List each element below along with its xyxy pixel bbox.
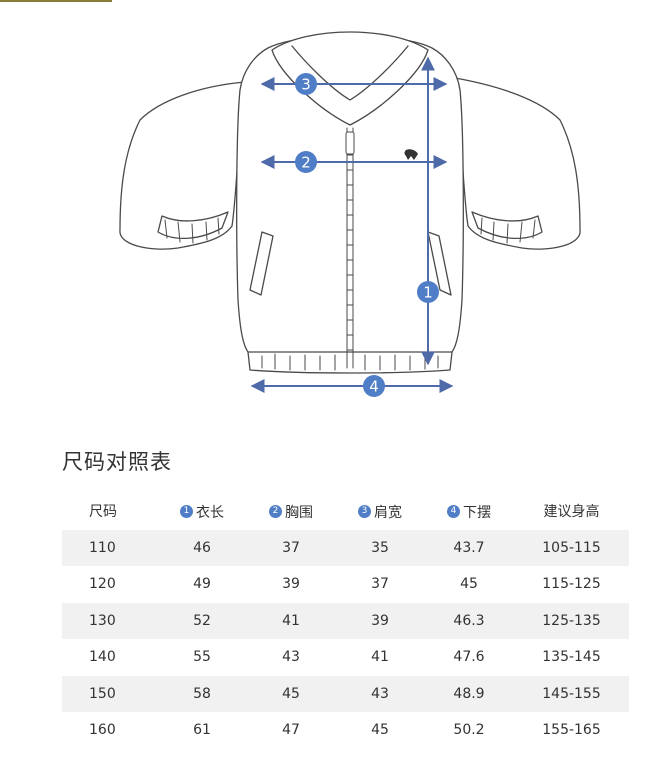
cell-length: 55 xyxy=(193,649,211,666)
zipper-pull xyxy=(345,131,355,155)
badge-4-circle xyxy=(363,375,385,397)
cell-chest: 39 xyxy=(282,576,300,593)
measure-lines xyxy=(250,56,454,393)
cell-shoulder: 35 xyxy=(371,539,389,556)
cell-hem: 45 xyxy=(460,576,478,593)
right-cuff xyxy=(471,211,543,240)
cell-hem: 47.6 xyxy=(453,649,485,666)
cell-size: 160 xyxy=(89,722,116,739)
table-row: 160 61 47 45 50.2 155-165 xyxy=(62,712,629,749)
header-badge-icon: 1 xyxy=(180,505,193,518)
badge-4-number: 4 xyxy=(369,378,379,396)
left-sleeve xyxy=(119,81,246,250)
cell-height: 105-115 xyxy=(542,539,601,556)
cell-shoulder: 39 xyxy=(371,612,389,629)
cell-chest: 41 xyxy=(282,612,300,629)
table-row: 110 46 37 35 43.7 105-115 xyxy=(62,529,629,566)
cell-chest: 45 xyxy=(282,685,300,702)
table-row: 130 52 41 39 46.3 125-135 xyxy=(62,602,629,639)
badge-1-number: 1 xyxy=(423,284,433,302)
jacket-measurement-diagram: 3 2 1 4 xyxy=(119,31,581,397)
cell-size: 150 xyxy=(89,685,116,702)
cell-size: 130 xyxy=(89,612,116,629)
cell-size: 140 xyxy=(89,649,116,666)
cell-height: 125-135 xyxy=(542,612,601,629)
header-size: 尺码 xyxy=(89,504,117,521)
cell-height: 135-145 xyxy=(542,649,601,666)
badge-1-circle xyxy=(417,281,439,303)
cell-hem: 50.2 xyxy=(453,722,485,739)
cell-hem: 48.9 xyxy=(453,685,485,702)
cell-length: 49 xyxy=(193,576,211,593)
cell-height: 145-155 xyxy=(542,685,601,702)
cell-hem: 43.7 xyxy=(453,539,485,556)
header-badge-icon: 4 xyxy=(447,505,460,518)
cell-length: 61 xyxy=(193,722,211,739)
size-chart-title: 尺码对照表 xyxy=(62,450,172,474)
cell-size: 110 xyxy=(89,539,116,556)
cell-chest: 47 xyxy=(282,722,300,739)
badge-3-number: 3 xyxy=(301,76,311,94)
cell-length: 46 xyxy=(193,539,211,556)
cell-size: 120 xyxy=(89,576,116,593)
cell-height: 155-165 xyxy=(542,722,601,739)
cell-length: 52 xyxy=(193,612,211,629)
left-pocket xyxy=(249,231,274,296)
jacket-outline xyxy=(119,31,581,374)
left-cuff-gathers xyxy=(164,217,220,244)
cell-shoulder: 41 xyxy=(371,649,389,666)
hood-inner xyxy=(291,45,409,101)
cell-chest: 37 xyxy=(282,539,300,556)
badge-2-number: 2 xyxy=(301,154,311,172)
header-badge-icon: 3 xyxy=(358,505,371,518)
cell-chest: 43 xyxy=(282,649,300,666)
header-height: 建议身高 xyxy=(543,504,600,521)
hem-band xyxy=(247,351,453,374)
cell-length: 58 xyxy=(193,685,211,702)
measure-badges: 3 2 1 4 xyxy=(295,73,439,397)
cell-hem: 46.3 xyxy=(453,612,485,629)
right-cuff-gathers xyxy=(480,217,536,244)
table-row: 140 55 43 41 47.6 135-145 xyxy=(62,639,629,676)
cell-shoulder: 37 xyxy=(371,576,389,593)
table-row: 120 49 39 37 45 115-125 xyxy=(62,566,629,603)
cell-shoulder: 45 xyxy=(371,722,389,739)
badge-2-circle xyxy=(295,151,317,173)
cell-shoulder: 43 xyxy=(371,685,389,702)
jacket-body xyxy=(236,37,464,358)
left-cuff xyxy=(157,211,229,240)
cell-height: 115-125 xyxy=(542,576,601,593)
top-accent-bar xyxy=(0,0,112,2)
right-sleeve xyxy=(454,77,581,250)
table-row: 150 58 45 43 48.9 145-155 xyxy=(62,675,629,712)
badge-3-circle xyxy=(295,73,317,95)
header-badge-icon: 2 xyxy=(269,505,282,518)
